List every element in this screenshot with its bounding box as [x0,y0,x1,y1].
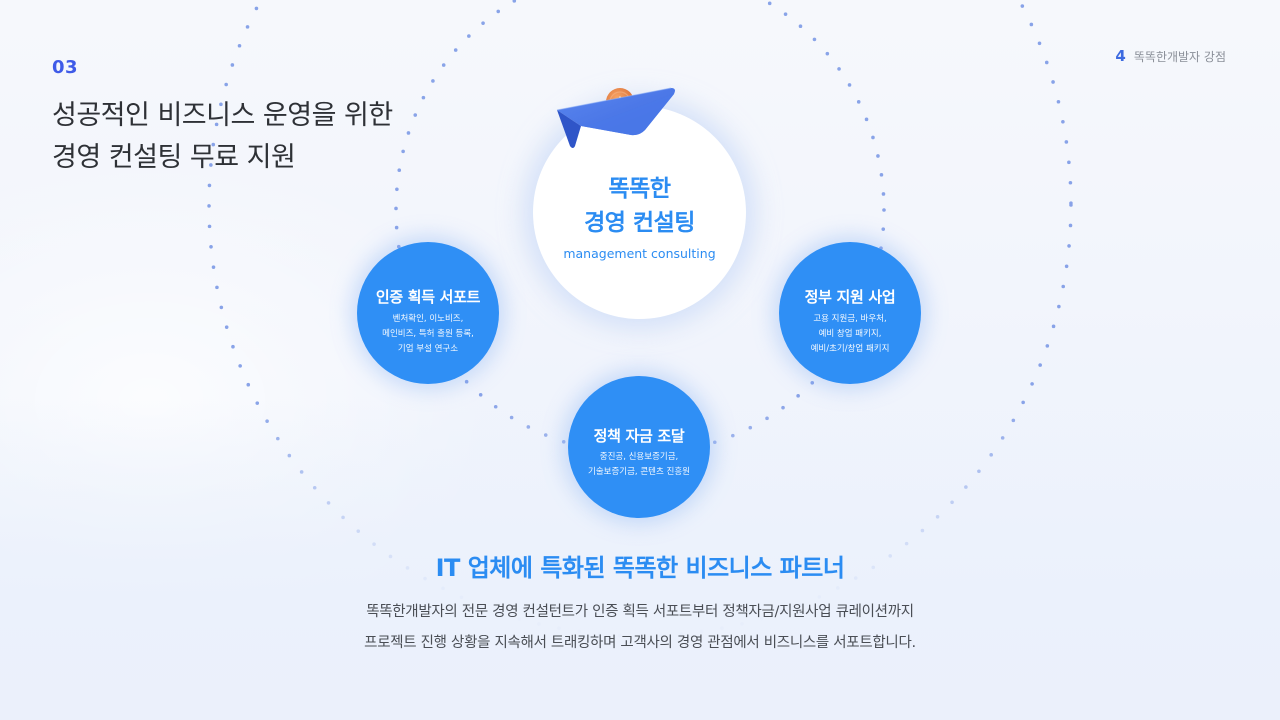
service-circle-certification: 인증 획득 서포트 벤처확인, 이노비즈, 메인비즈, 특허 출원 등록, 기업… [357,242,499,384]
service-circle-government-support: 정부 지원 사업 고용 지원금, 바우처, 예비 창업 패키지, 예비/초기/창… [779,242,921,384]
center-title: 똑똑한 경영 컨설팅 [533,172,746,240]
service-desc-line: 기업 부설 연구소 [397,344,459,354]
service-description: 고용 지원금, 바우처, 예비 창업 패키지, 예비/초기/창업 패키지 [779,312,921,357]
service-desc-line: 기술보증기금, 콘텐츠 진흥원 [588,467,690,477]
service-desc-line: 예비/초기/창업 패키지 [810,344,890,354]
service-desc-line: 메인비즈, 특허 출원 등록, [382,329,474,339]
chapter-indicator: 4 똑똑한개발자 강점 [1115,47,1226,65]
chapter-label: 똑똑한개발자 강점 [1133,49,1226,64]
center-title-line: 똑똑한 [608,176,671,202]
service-description: 중진공, 신용보증기금, 기술보증기금, 콘텐츠 진흥원 [568,450,710,480]
footer-body-line: 똑똑한개발자의 전문 경영 컨설턴트가 인증 획득 서포트부터 정책자금/지원사… [366,604,914,620]
page-title-line: 성공적인 비즈니스 운영을 위한 [52,100,393,131]
service-circle-policy-funding: 정책 자금 조달 중진공, 신용보증기금, 기술보증기금, 콘텐츠 진흥원 [568,376,710,518]
service-title: 정부 지원 사업 [804,288,896,306]
page-title-line: 경영 컨설팅 무료 지원 [52,142,296,173]
service-title: 인증 획득 서포트 [375,288,481,306]
service-description: 벤처확인, 이노비즈, 메인비즈, 특허 출원 등록, 기업 부설 연구소 [357,312,499,357]
section-number: 03 [52,57,79,78]
footer-body-line: 프로젝트 진행 상황을 지속해서 트래킹하며 고객사의 경영 관점에서 비즈니스… [364,635,916,651]
service-desc-line: 중진공, 신용보증기금, [599,452,679,462]
footer-body: 똑똑한개발자의 전문 경영 컨설턴트가 인증 획득 서포트부터 정책자금/지원사… [0,597,1280,659]
service-desc-line: 예비 창업 패키지, [818,329,882,339]
service-desc-line: 고용 지원금, 바우처, [813,314,887,324]
chapter-number: 4 [1115,47,1126,65]
center-title-line: 경영 컨설팅 [584,210,695,236]
paper-plane-coin-icon: $ [556,87,675,148]
center-consulting-circle: 똑똑한 경영 컨설팅 management consulting [533,106,746,319]
page-title: 성공적인 비즈니스 운영을 위한 경영 컨설팅 무료 지원 [52,95,393,179]
center-subtitle: management consulting [563,246,716,261]
service-title: 정책 자금 조달 [593,427,685,445]
service-desc-line: 벤처확인, 이노비즈, [392,314,464,324]
footer-headline: IT 업체에 특화된 똑똑한 비즈니스 파트너 [435,554,845,582]
